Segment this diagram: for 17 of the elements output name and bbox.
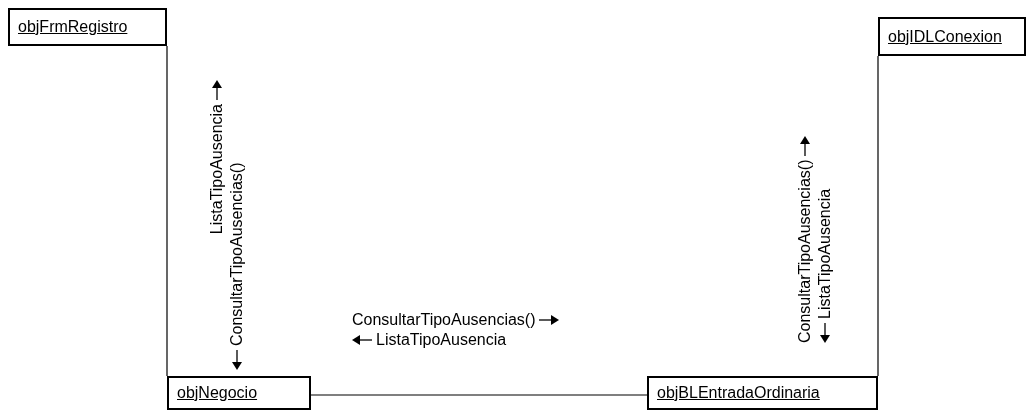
object-name: objNegocio bbox=[177, 383, 258, 403]
object-name: objBLEntradaOrdinaria bbox=[657, 383, 820, 403]
message-label: ConsultarTipoAusencias() bbox=[352, 310, 536, 330]
object-name: objFrmRegistro bbox=[18, 17, 128, 37]
link-line bbox=[310, 394, 648, 396]
link-line bbox=[166, 45, 168, 377]
object-box bbox=[878, 17, 1026, 56]
object-box bbox=[167, 376, 311, 410]
message-label: ConsultarTipoAusencias() bbox=[795, 159, 814, 343]
object-box bbox=[8, 8, 167, 46]
message-label: ListaTipoAusencia bbox=[207, 104, 226, 235]
message-label: ListaTipoAusencia bbox=[815, 188, 834, 319]
object-name: objIDLConexion bbox=[888, 26, 1002, 47]
link-line bbox=[877, 55, 879, 377]
object-box bbox=[647, 376, 878, 410]
message-label: ListaTipoAusencia bbox=[376, 330, 507, 350]
message-label: ConsultarTipoAusencias() bbox=[227, 162, 246, 346]
